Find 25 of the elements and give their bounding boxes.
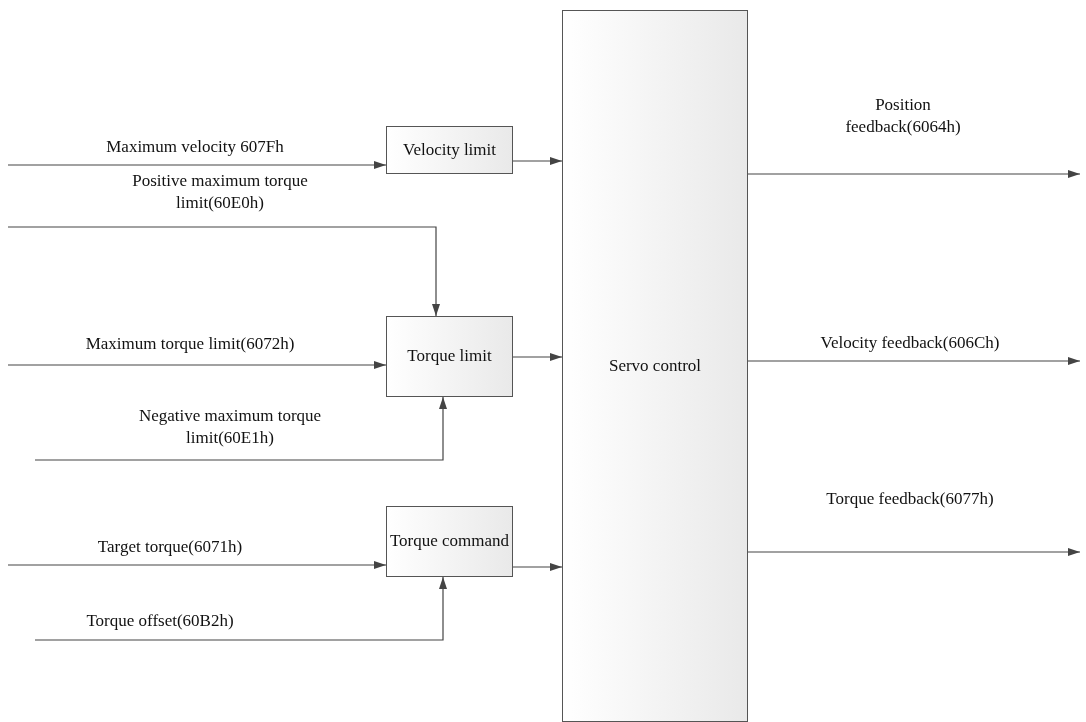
edge-label: Maximum torque limit(6072h): [85, 334, 295, 353]
process-box: Torque command: [386, 506, 513, 577]
edge-label: Velocity feedback(606Ch): [820, 333, 1000, 352]
edge-label: Position feedback(6064h): [845, 95, 961, 137]
arrow: [7, 226, 440, 317]
arrow: [747, 357, 1081, 365]
edge-label: Torque feedback(6077h): [826, 489, 994, 508]
arrow: [512, 563, 563, 571]
edge-label: Negative maximum torque limit(60E1h): [138, 406, 322, 448]
edge-label: Torque offset(60B2h): [86, 611, 234, 630]
arrow: [747, 548, 1081, 556]
arrow: [34, 396, 447, 461]
edge-label: Maximum velocity 607Fh: [106, 137, 284, 156]
arrow: [512, 157, 563, 165]
process-box: Velocity limit: [386, 126, 513, 174]
arrow: [747, 170, 1081, 178]
arrow: [7, 361, 387, 369]
arrow: [34, 576, 447, 641]
process-box: Torque limit: [386, 316, 513, 397]
control-block: Servo control: [562, 10, 748, 722]
edge-label: Target torque(6071h): [97, 537, 243, 556]
arrow: [7, 161, 387, 169]
arrow: [512, 353, 563, 361]
edge-label: Positive maximum torque limit(60E0h): [132, 171, 308, 213]
arrow: [7, 561, 387, 569]
